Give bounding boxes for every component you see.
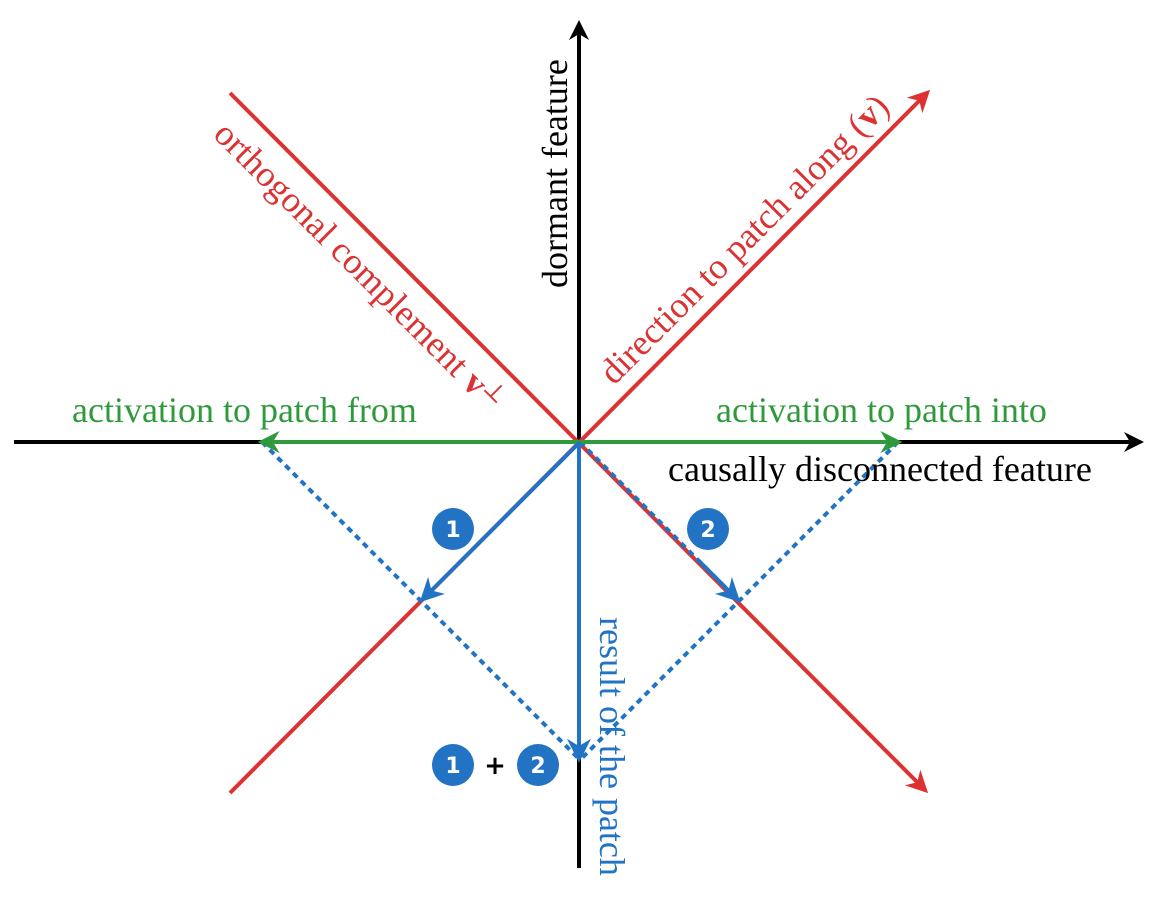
component-two-arrow (698, 560, 741, 603)
svg-text:1: 1 (445, 518, 460, 543)
causally-disconnected-label: causally disconnected feature (668, 449, 1092, 489)
activation-into-label: activation to patch into (716, 390, 1047, 430)
svg-text:2: 2 (530, 754, 545, 779)
orthogonal-complement-label: orthogonal complement v⊥ (206, 113, 512, 419)
activation-from-label: activation to patch from (72, 390, 417, 430)
plus-sign: + (484, 751, 506, 781)
component-one-arrow (419, 440, 582, 603)
badge-sum-one: 1 (432, 744, 474, 786)
result-label: result of the patch (592, 617, 632, 876)
badge-two: 2 (687, 508, 729, 550)
svg-text:1: 1 (445, 754, 460, 779)
badge-sum-two: 2 (517, 744, 559, 786)
dormant-feature-label: dormant feature (535, 59, 575, 288)
svg-text:2: 2 (700, 518, 715, 543)
badge-one: 1 (432, 508, 474, 550)
patch-direction-label: direction to patch along (v) (591, 86, 896, 391)
